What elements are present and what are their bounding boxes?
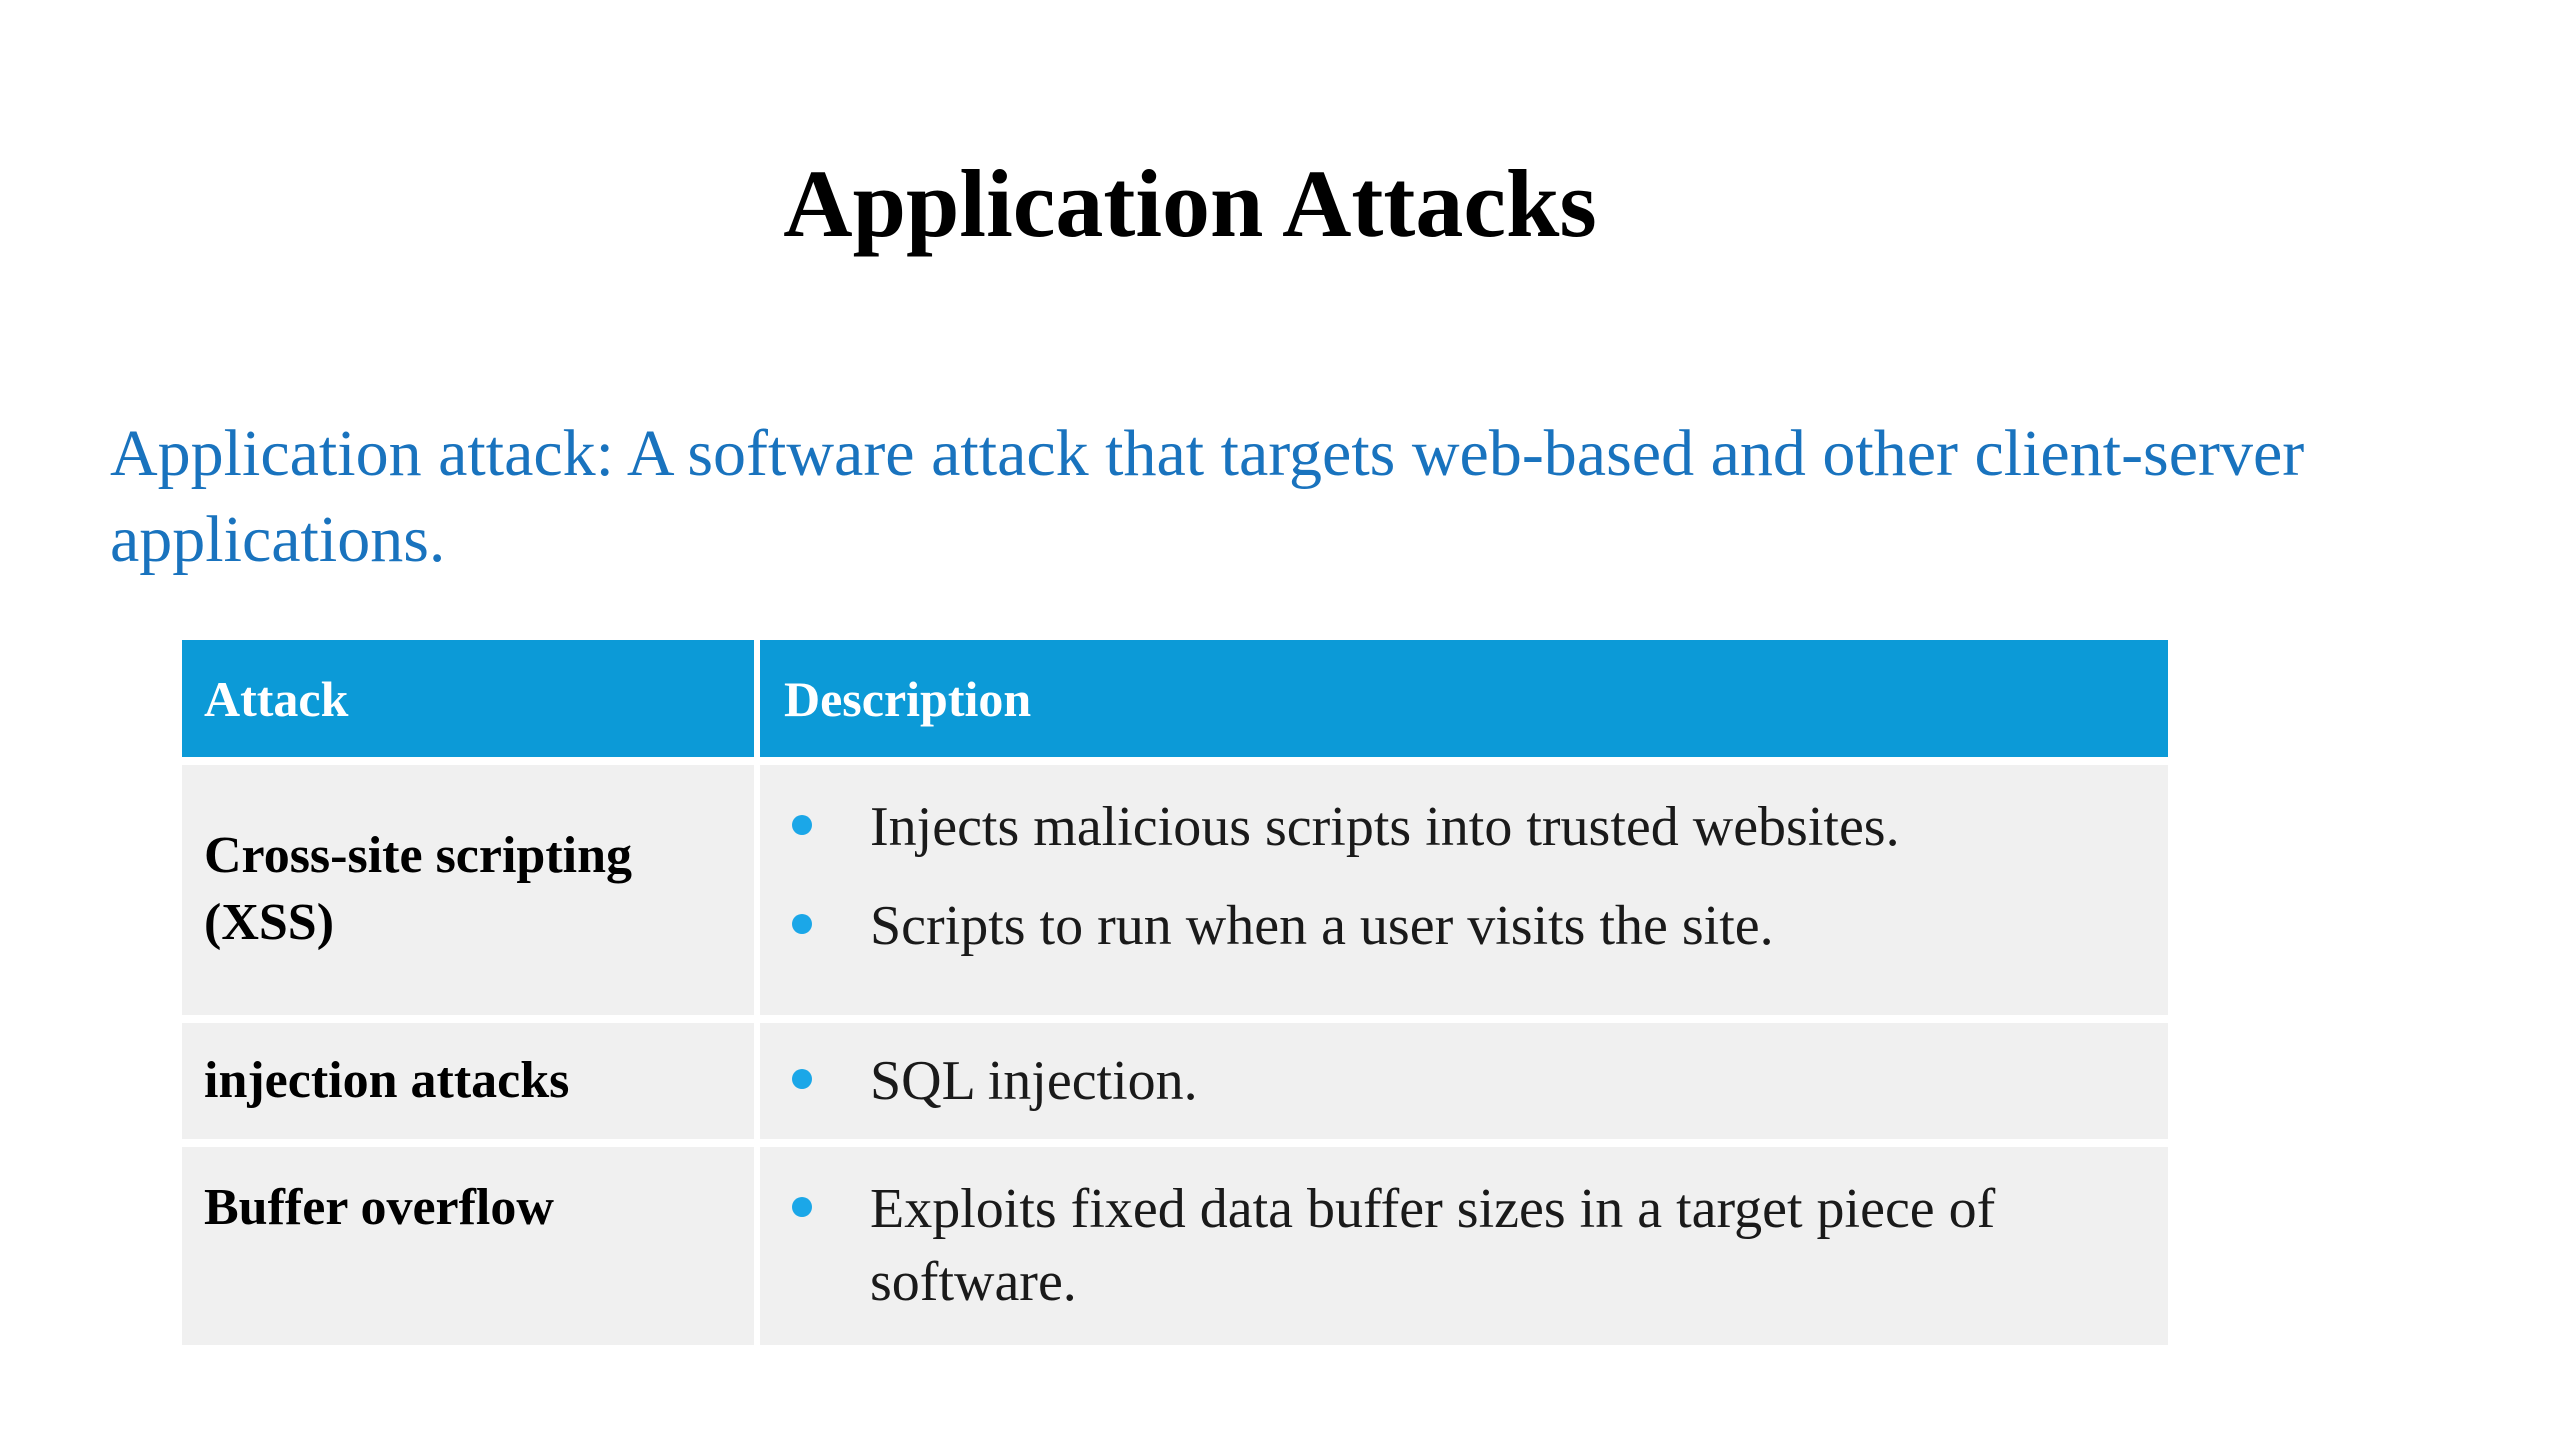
- bullet-dot-icon: [792, 1197, 812, 1218]
- cell-attack-name: Buffer overflow: [182, 1139, 754, 1345]
- list-item-text: SQL injection.: [870, 1049, 1198, 1112]
- table-header: Attack Description: [182, 640, 2168, 757]
- description-bullet-list: Injects malicious scripts into trusted w…: [760, 791, 2138, 963]
- column-header-attack: Attack: [182, 640, 754, 757]
- cell-attack-name: injection attacks: [182, 1014, 754, 1140]
- attack-name-text: injection attacks: [204, 1051, 570, 1109]
- bullet-dot-icon: [792, 1068, 812, 1089]
- slide-subtitle: Application attack: A software attack th…: [110, 417, 2305, 576]
- column-header-description: Description: [754, 640, 2168, 757]
- page-title: Application Attacks: [783, 150, 1597, 258]
- list-item-text: Injects malicious scripts into trusted w…: [870, 796, 1900, 858]
- attack-name-text: Buffer overflow: [204, 1179, 554, 1237]
- description-bullet-list: SQL injection.: [760, 1045, 2138, 1118]
- bullet-dot-icon: [792, 815, 812, 835]
- list-item: Scripts to run when a user visits the si…: [760, 890, 2138, 963]
- list-item: Injects malicious scripts into trusted w…: [760, 791, 2138, 864]
- attack-name-text: Cross-site scripting (XSS): [204, 827, 633, 951]
- list-item-text: Exploits fixed data buffer sizes in a ta…: [870, 1178, 1996, 1314]
- description-bullet-list: Exploits fixed data buffer sizes in a ta…: [760, 1173, 2138, 1319]
- table-row: Buffer overflow Exploits fixed data buff…: [182, 1139, 2168, 1345]
- list-item: Exploits fixed data buffer sizes in a ta…: [760, 1173, 2138, 1319]
- attack-description-table: Attack Description Cross-site scripting …: [182, 640, 2168, 1345]
- description-content: Exploits fixed data buffer sizes in a ta…: [760, 1147, 2168, 1345]
- description-content: SQL injection.: [760, 1023, 2168, 1140]
- column-header-description-label: Description: [784, 670, 1032, 727]
- cell-description: Exploits fixed data buffer sizes in a ta…: [754, 1139, 2168, 1345]
- list-item: SQL injection.: [760, 1045, 2138, 1118]
- table-body: Cross-site scripting (XSS) Injects malic…: [182, 757, 2168, 1345]
- description-content: Injects malicious scripts into trusted w…: [760, 765, 2168, 1015]
- column-header-attack-label: Attack: [204, 670, 349, 727]
- cell-description: SQL injection.: [754, 1014, 2168, 1140]
- bullet-dot-icon: [792, 913, 812, 934]
- table-row: injection attacks SQL injection.: [182, 1014, 2168, 1140]
- cell-attack-name: Cross-site scripting (XSS): [182, 757, 754, 1015]
- table-row: Cross-site scripting (XSS) Injects malic…: [182, 757, 2168, 1015]
- cell-description: Injects malicious scripts into trusted w…: [754, 757, 2168, 1015]
- list-item-text: Scripts to run when a user visits the si…: [870, 894, 1774, 957]
- table-header-row: Attack Description: [182, 640, 2168, 757]
